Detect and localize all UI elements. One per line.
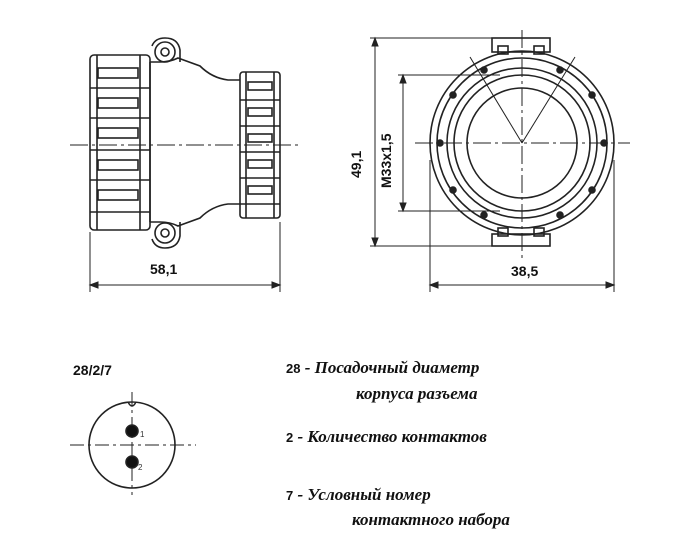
pin-1 xyxy=(125,424,139,438)
pin-2-label: 2 xyxy=(138,463,143,472)
legend-item-diameter-line2: корпуса разъема xyxy=(356,384,478,403)
legend-item-contacts: 2 - Количество контактов xyxy=(286,427,487,447)
legend-item-diameter: 28 - Посадочный диаметр xyxy=(286,358,479,378)
legend-number: 28 xyxy=(286,361,301,376)
pin-2 xyxy=(125,455,139,469)
pin-1-label: 1 xyxy=(140,430,145,439)
dimension-height: 49,1 xyxy=(348,150,364,178)
dimension-width: 38,5 xyxy=(511,263,539,279)
legend-text: - Количество контактов xyxy=(297,427,487,446)
legend-number: 7 xyxy=(286,488,294,503)
legend-item-set-number: 7 - Условный номер xyxy=(286,485,431,505)
dimension-thread: M33x1,5 xyxy=(378,133,394,188)
dimension-length: 58,1 xyxy=(150,261,178,277)
legend-text: - Условный номер xyxy=(297,485,431,504)
legend-text: - Посадочный диаметр xyxy=(304,358,480,377)
pin-layout-diagram xyxy=(70,392,196,495)
connector-side-view xyxy=(89,37,281,249)
legend-item-set-number-line2: контактного набора xyxy=(352,510,510,529)
legend-number: 2 xyxy=(286,430,294,445)
connector-code: 28/2/7 xyxy=(73,362,112,378)
